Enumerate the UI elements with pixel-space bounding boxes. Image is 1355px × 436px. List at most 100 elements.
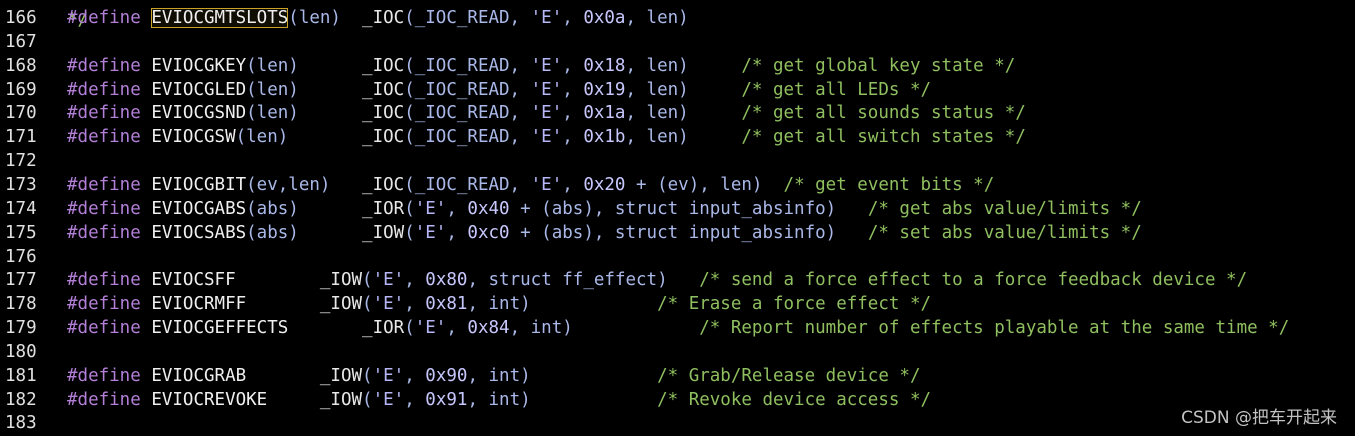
params-token: (len) (246, 79, 299, 100)
params-token: , int) (467, 294, 531, 315)
number-token: 0x91 (425, 389, 468, 410)
text-token (531, 366, 657, 386)
params-token: , (562, 55, 584, 76)
params-token: (_IOC_READ, (404, 55, 531, 76)
macro-name-token: EVIOCGKEY (151, 55, 247, 76)
macro-name-token: EVIOCGEFFECTS (151, 318, 289, 339)
text-token (689, 80, 742, 100)
line-number: 180 (5, 341, 37, 362)
string-token: 'E' (414, 198, 447, 219)
params-token: , (562, 8, 584, 28)
text-token: _IOW (267, 389, 363, 410)
text-token (141, 56, 152, 76)
params-token: (len) (288, 8, 341, 28)
line-number: 176 (5, 246, 37, 267)
params-token: , int) (467, 389, 531, 410)
string-token: 'E' (530, 127, 563, 148)
text-token (141, 127, 152, 147)
macro-name-token: EVIOCGABS (151, 198, 247, 219)
partial-top-line: */ (0, 0, 88, 30)
text-token (141, 318, 152, 338)
text-token: _IOC (330, 174, 405, 195)
preprocessor-token: #define (67, 389, 141, 410)
text-token (836, 223, 868, 243)
macro-name-token: EVIOCGRAB (151, 365, 247, 386)
macro-name-token: EVIOCGBIT (151, 174, 247, 195)
params-token: , int) (467, 365, 531, 386)
line-code: #define EVIOCSFF _IOW('E', 0x80, struct … (67, 268, 1247, 292)
text-token (141, 223, 152, 243)
text-token: _IOC (298, 79, 405, 100)
params-token: + (abs), struct input_absinfo) (509, 198, 837, 219)
number-token: 0x20 (583, 174, 626, 195)
preprocessor-token: #define (67, 174, 141, 195)
string-token: 'E' (530, 174, 563, 195)
number-token: 0x1a (583, 103, 626, 124)
preprocessor-token: #define (67, 55, 141, 76)
params-token: (len) (235, 127, 289, 148)
text-token: _IOR (298, 198, 405, 219)
string-token: 'E' (414, 318, 447, 339)
macro-name-token: EVIOCGSW (151, 127, 236, 148)
preprocessor-token: #define (67, 8, 141, 28)
comment-token: /* Erase a force effect */ (657, 294, 932, 315)
string-token: 'E' (372, 365, 405, 386)
params-token: , (562, 103, 584, 124)
line-number: 172 (5, 151, 37, 172)
line-number: 175 (5, 222, 37, 243)
number-token: 0x1b (583, 127, 626, 148)
partial-comment-end: */ (67, 10, 89, 30)
line-number: 183 (5, 413, 37, 434)
text-token: _IOC (298, 55, 405, 76)
preprocessor-token: #define (67, 294, 141, 315)
string-token: 'E' (530, 103, 563, 124)
line-code: #define EVIOCGSW(len) _IOC(_IOC_READ, 'E… (67, 125, 1026, 149)
string-token: 'E' (414, 222, 447, 243)
params-token: + (ev), len) (625, 174, 763, 195)
line-number: 177 (5, 270, 37, 291)
number-token: 0xc0 (467, 222, 510, 243)
comment-token: /* get global key state */ (741, 55, 1016, 76)
comment-token: /* get all LEDs */ (741, 79, 932, 100)
params-token: ( (404, 222, 415, 243)
line-number: 168 (5, 55, 37, 76)
text-token (141, 270, 152, 290)
params-token: ( (362, 389, 373, 410)
comment-token: /* get abs value/limits */ (867, 198, 1142, 219)
macro-name-token: EVIOCREVOKE (151, 389, 268, 410)
text-token: _IOW (246, 294, 363, 315)
text-token (141, 103, 152, 123)
params-token: (_IOC_READ, (404, 127, 531, 148)
preprocessor-token: #define (67, 79, 141, 100)
line-code: #define EVIOCGMTSLOTS(len) _IOC(_IOC_REA… (67, 6, 689, 30)
params-token: , (404, 365, 426, 386)
text-token: _IOW (298, 222, 405, 243)
line-number: 169 (5, 79, 37, 100)
preprocessor-token: #define (67, 270, 141, 291)
line-code: #define EVIOCGBIT(ev,len) _IOC(_IOC_READ… (67, 173, 994, 197)
preprocessor-token: #define (67, 318, 141, 339)
comment-token: /* send a force effect to a force feedba… (699, 270, 1248, 291)
string-token: 'E' (530, 8, 563, 28)
text-token (141, 366, 152, 386)
text-token (668, 270, 700, 290)
text-token (689, 127, 742, 147)
text-token (141, 199, 152, 219)
macro-name-token: EVIOCRMFF (151, 294, 247, 315)
comment-token: /* set abs value/limits */ (867, 222, 1142, 243)
line-code: #define EVIOCGEFFECTS _IOR('E', 0x84, in… (67, 316, 1289, 340)
string-token: 'E' (372, 294, 405, 315)
line-number: 173 (5, 174, 37, 195)
comment-token: /* get all switch states */ (741, 127, 1026, 148)
params-token: , (446, 318, 468, 339)
string-token: 'E' (372, 270, 405, 291)
number-token: 0x80 (425, 270, 468, 291)
line-code: #define EVIOCGLED(len) _IOC(_IOC_READ, '… (67, 78, 931, 102)
params-token: ( (362, 270, 373, 291)
text-token (762, 175, 783, 195)
comment-token: /* Report number of effects playable at … (699, 318, 1290, 339)
params-token: , len) (625, 79, 689, 100)
macro-name-token: EVIOCSABS (151, 222, 247, 243)
line-code: #define EVIOCGRAB _IOW('E', 0x90, int) /… (67, 364, 921, 388)
